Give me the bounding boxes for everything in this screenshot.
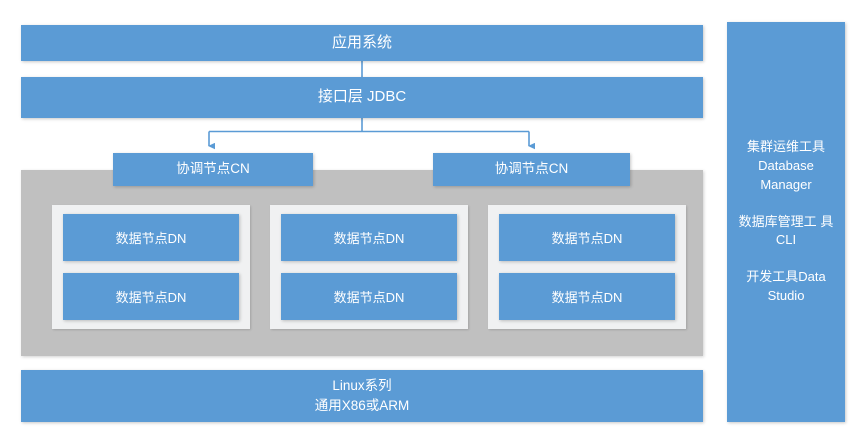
- os-line-1: Linux系列: [332, 377, 392, 393]
- data-node-box: 数据节点DN: [281, 273, 457, 320]
- data-node-box: 数据节点DN: [499, 273, 675, 320]
- cluster-container: 数据节点DN 数据节点DN 数据节点DN 数据节点DN 数据节点DN 数据节点D…: [21, 170, 703, 356]
- coordinator-node-label: 协调节点CN: [494, 161, 569, 177]
- tool-entry-line-3: Manager: [760, 176, 812, 192]
- tool-entry-line-1: 开发工具Data: [746, 269, 826, 285]
- data-node-group: 数据节点DN 数据节点DN: [488, 205, 686, 329]
- data-node-box: 数据节点DN: [63, 273, 239, 320]
- os-line-2: 通用X86或ARM: [314, 397, 410, 413]
- data-node-label: 数据节点DN: [333, 231, 405, 246]
- tool-entry-line-2: Studio: [767, 288, 805, 304]
- tool-entry-line-2: 具CLI: [775, 213, 834, 248]
- tools-sidebar: 集群运维工具 Database Manager 数据库管理工 具CLI 开发工具…: [727, 22, 845, 422]
- data-node-label: 数据节点DN: [115, 290, 187, 305]
- coordinator-node-label: 协调节点CN: [176, 161, 250, 177]
- application-system-label: 应用系统: [331, 33, 392, 51]
- operating-system-layer: Linux系列 通用X86或ARM: [21, 370, 703, 422]
- tool-entry: 开发工具Data Studio: [733, 268, 839, 306]
- data-node-label: 数据节点DN: [551, 231, 623, 246]
- tool-entry-line-1: 数据库管理工: [738, 213, 817, 229]
- tool-entry: 数据库管理工 具CLI: [733, 213, 839, 251]
- tool-entry-line-2: Database: [758, 157, 814, 173]
- interface-jdbc-label: 接口层 JDBC: [317, 88, 407, 106]
- application-system-layer: 应用系统: [21, 25, 703, 61]
- coordinator-node-box: 协调节点CN: [113, 153, 313, 186]
- data-node-label: 数据节点DN: [333, 290, 405, 305]
- data-node-box: 数据节点DN: [499, 214, 675, 261]
- tool-entry-line-1: 集群运维工具: [746, 139, 825, 155]
- data-node-box: 数据节点DN: [63, 214, 239, 261]
- data-node-label: 数据节点DN: [551, 290, 623, 305]
- tool-entry: 集群运维工具 Database Manager: [733, 138, 839, 195]
- data-node-label: 数据节点DN: [115, 231, 187, 246]
- coordinator-node-box: 协调节点CN: [433, 153, 630, 186]
- data-node-group: 数据节点DN 数据节点DN: [270, 205, 468, 329]
- data-node-group: 数据节点DN 数据节点DN: [52, 205, 250, 329]
- data-node-box: 数据节点DN: [281, 214, 457, 261]
- interface-jdbc-layer: 接口层 JDBC: [21, 77, 703, 118]
